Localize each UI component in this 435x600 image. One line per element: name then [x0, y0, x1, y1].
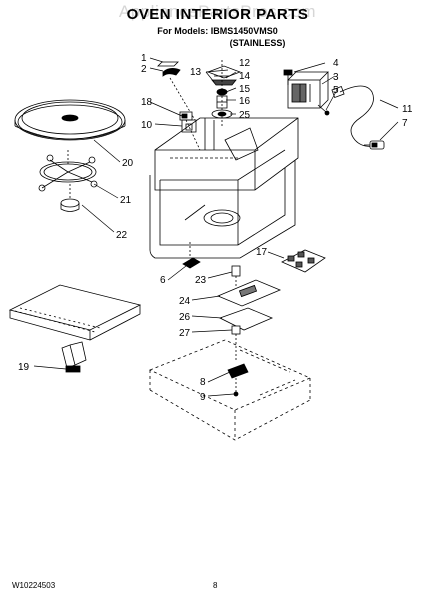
callout-8: 8 — [200, 377, 206, 388]
shield-26 — [218, 307, 274, 331]
callout-5: 5 — [333, 85, 339, 96]
clip-1-2 — [157, 61, 196, 121]
glass-tray — [14, 99, 126, 141]
callout-24: 24 — [179, 296, 191, 307]
callout-2: 2 — [141, 64, 147, 75]
bracket-10 — [181, 119, 197, 133]
thermal-fuse — [364, 140, 385, 150]
callout-9: 9 — [200, 392, 206, 403]
page-title: OVEN INTERIOR PARTS — [126, 6, 309, 23]
base-frame — [148, 339, 311, 441]
callout-19: 19 — [18, 362, 30, 373]
callout-10: 10 — [141, 120, 153, 131]
power-cord — [331, 85, 376, 147]
callout-1: 1 — [141, 53, 147, 64]
top-cavity-housing — [154, 117, 299, 191]
stirrer-assembly — [206, 60, 242, 128]
finish-label: (STAINLESS) — [229, 38, 286, 48]
watermark: AppliancePartsPros.com — [118, 2, 317, 21]
screw-4 — [283, 69, 293, 85]
callout-20: 20 — [122, 158, 134, 169]
callout-14: 14 — [239, 71, 251, 82]
callout-23: 23 — [195, 275, 207, 286]
mounting-plate — [216, 279, 282, 307]
callout-26: 26 — [179, 312, 191, 323]
callout-3: 3 — [333, 72, 339, 83]
foot-6 — [182, 242, 201, 269]
fitting-27 — [231, 325, 241, 360]
screw-5 — [317, 104, 330, 116]
callout-21: 21 — [120, 195, 132, 206]
callout-11: 11 — [402, 104, 413, 115]
transformer — [287, 71, 329, 109]
callout-15: 15 — [239, 84, 251, 95]
callout-18: 18 — [141, 97, 153, 108]
callout-6: 6 — [160, 275, 166, 286]
callout-17: 17 — [256, 247, 268, 258]
fastener-18 — [179, 111, 201, 151]
page-number: 8 — [213, 581, 218, 590]
models-line: For Models: IBMS1450VMS0 — [157, 26, 278, 36]
control-board — [281, 249, 326, 273]
callout-labels: 1 2 3 4 5 6 7 8 9 10 11 12 13 14 15 16 1… — [18, 53, 413, 403]
insulator-23 — [231, 265, 241, 286]
leader-lines — [33, 57, 399, 397]
roller-support — [38, 150, 98, 192]
callout-13: 13 — [190, 67, 202, 78]
callout-12: 12 — [239, 58, 251, 69]
callout-7: 7 — [402, 118, 408, 129]
callout-25: 25 — [239, 110, 251, 121]
hinge-8-9 — [227, 363, 249, 397]
callout-4: 4 — [333, 58, 339, 69]
oven-cavity — [149, 149, 296, 259]
callout-16: 16 — [239, 96, 251, 107]
callout-27: 27 — [179, 328, 191, 339]
bottom-panel-19 — [8, 284, 142, 373]
coupler — [60, 184, 80, 212]
doc-number: W10224503 — [12, 581, 56, 590]
callout-22: 22 — [116, 230, 128, 241]
